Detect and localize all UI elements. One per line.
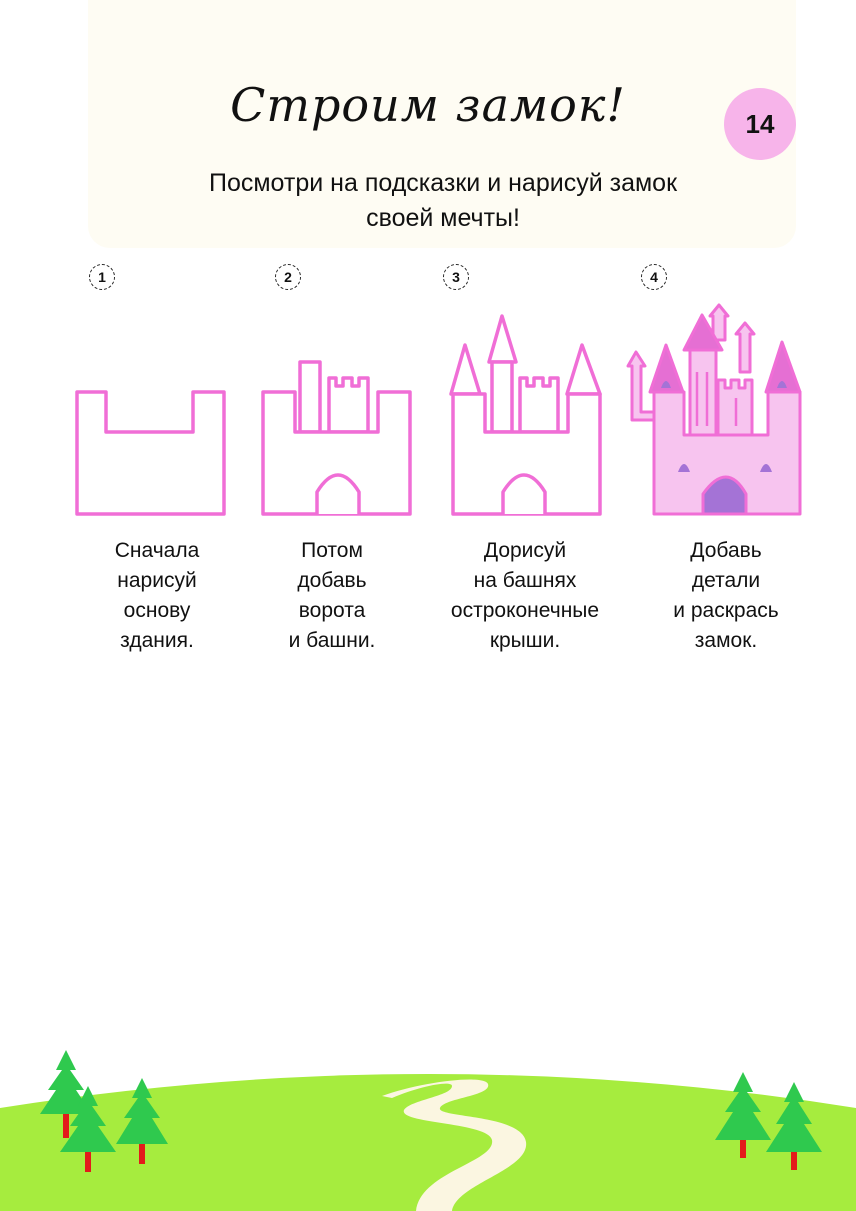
caption-line: и башни. — [288, 629, 376, 652]
castle-step-2-drawing — [261, 360, 412, 516]
caption-line: замок. — [694, 629, 758, 652]
caption-line: Добавь — [690, 539, 762, 562]
caption-line: детали — [691, 569, 761, 592]
caption-line: основу — [123, 599, 191, 622]
caption-line: Сначала — [114, 539, 200, 562]
caption-line: добавь — [297, 569, 367, 592]
page-number-badge: 14 — [724, 88, 796, 160]
tree-icon — [60, 1086, 116, 1172]
step-3-caption: Дорисуй на башнях остроконечные крыши. — [425, 536, 625, 656]
step-1-caption: Сначала нарисуй основу здания. — [57, 536, 257, 656]
caption-line: Дорисуй — [483, 539, 567, 562]
tree-icon — [766, 1082, 822, 1170]
caption-line: крыши. — [489, 629, 561, 652]
page-title: Строим замок! — [230, 78, 626, 132]
castle-step-1-drawing — [75, 390, 226, 516]
landscape-illustration — [0, 1050, 856, 1211]
step-2-caption: Потом добавь ворота и башни. — [232, 536, 432, 656]
castle-step-4-drawing — [626, 303, 802, 516]
winding-path — [382, 1079, 527, 1211]
castle-step-3-drawing — [449, 314, 602, 516]
caption-line: на башнях — [473, 569, 577, 592]
caption-line: и раскрась — [673, 599, 779, 622]
step-number-2: 2 — [275, 264, 301, 290]
caption-line: здания. — [120, 629, 194, 652]
header-panel — [88, 0, 796, 248]
caption-line: Потом — [301, 539, 363, 562]
grass-hill — [0, 1074, 856, 1211]
step-number-1: 1 — [89, 264, 115, 290]
instruction-text: Посмотри на подсказки и нарисуй замок св… — [0, 166, 856, 236]
step-number-4: 4 — [641, 264, 667, 290]
instruction-line-2: своей мечты! — [366, 204, 520, 232]
step-number-3: 3 — [443, 264, 469, 290]
tree-icon — [116, 1078, 168, 1164]
caption-line: остроконечные — [450, 599, 600, 622]
step-4-caption: Добавь детали и раскрась замок. — [626, 536, 826, 656]
tree-icon — [40, 1050, 92, 1138]
tree-icon — [715, 1072, 771, 1158]
instruction-line-1: Посмотри на подсказки и нарисуй замок — [208, 169, 678, 197]
caption-line: ворота — [298, 599, 366, 622]
caption-line: нарисуй — [117, 569, 197, 592]
